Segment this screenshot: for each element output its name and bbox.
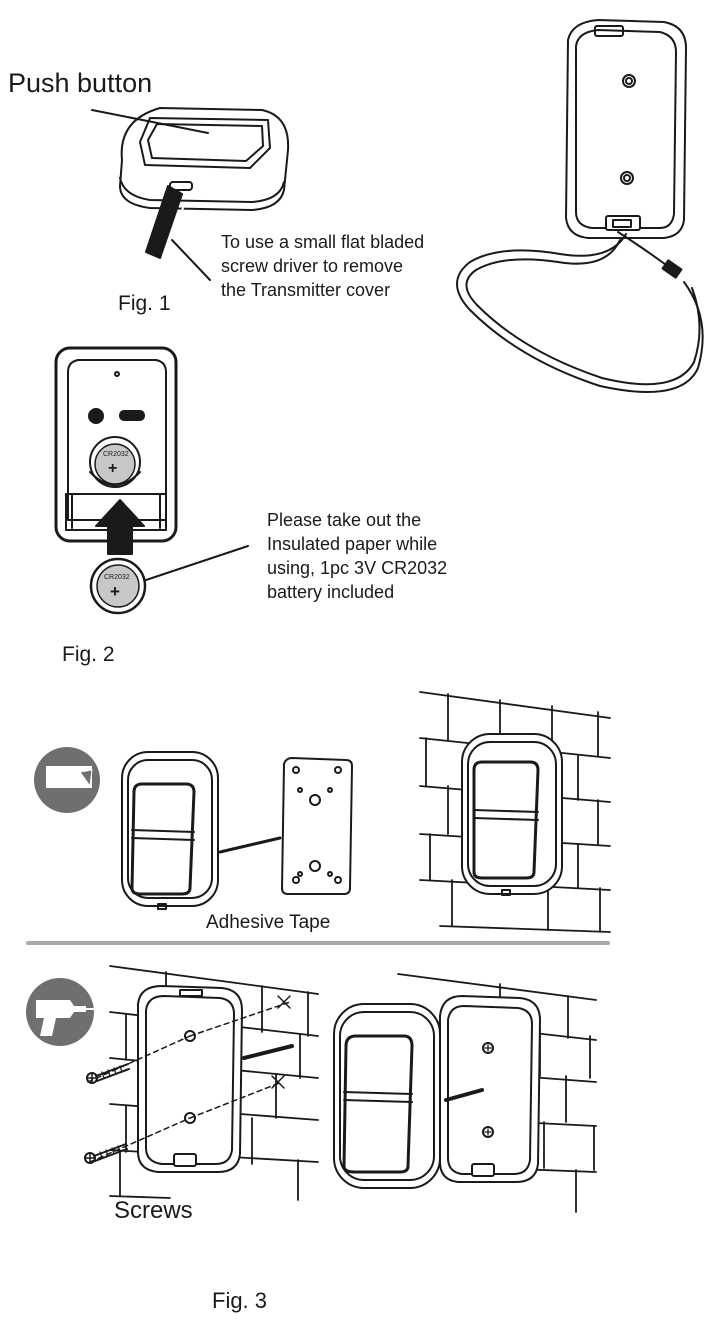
battery-note-line: Please take out the: [267, 510, 422, 530]
loose-battery-drawing: CR2032 +: [89, 557, 147, 615]
insert-arrow: [95, 499, 145, 555]
adhesive-tape-label: Adhesive Tape: [206, 912, 331, 933]
screw-guide-lines: [87, 1001, 291, 1163]
tape-attach-arrow: [218, 836, 282, 854]
drill-hole-marks: [271, 995, 291, 1089]
wall-plate-mounted-drawing: [137, 985, 243, 1173]
figure-2-caption: Fig. 2: [62, 643, 115, 666]
tool-note-line: To use a small flat bladed: [221, 232, 425, 252]
screw-drawing: [86, 1063, 130, 1084]
figure-3-caption: Fig. 3: [212, 1288, 268, 1313]
figure-1-caption: Fig. 1: [118, 292, 171, 315]
adhesive-tape-plate-drawing: [281, 757, 353, 895]
push-button-leader: [91, 109, 209, 134]
screws-label: Screws: [114, 1197, 193, 1224]
battery-note-line: using, 1pc 3V CR2032: [267, 558, 448, 578]
battery-note-line: Insulated paper while: [267, 534, 438, 554]
transmitter-on-wall-drawing: [461, 733, 563, 896]
wall-plate-right-drawing: [439, 995, 541, 1183]
battery-note: Please take out the Insulated paper whil…: [267, 508, 497, 604]
battery-model-text: CR2032: [104, 574, 130, 581]
screw-drawing: [84, 1143, 128, 1164]
tool-note-leader: [171, 239, 211, 281]
transmitter-front-right-drawing: [333, 1003, 441, 1189]
transmitter-push-button-drawing: [119, 107, 290, 211]
tool-note-line: the Transmitter cover: [221, 280, 391, 300]
battery-model-text: CR2032: [103, 451, 129, 458]
mount-arrow: [242, 1044, 294, 1060]
tool-note-line: screw driver to remove: [221, 256, 404, 276]
battery-note-line: battery included: [267, 582, 395, 602]
adhesive-tape-icon: [34, 747, 100, 813]
screwdriver-drawing: [145, 185, 185, 259]
battery-plus-text: +: [110, 582, 120, 601]
wall-plate-with-cable-drawing: [456, 19, 704, 393]
attach-arrow: [444, 1088, 484, 1102]
drill-icon: [26, 978, 95, 1046]
battery-plus-text: +: [108, 460, 117, 477]
tool-note: To use a small flat bladed screw driver …: [221, 230, 471, 302]
push-button-label: Push button: [8, 68, 153, 98]
transmitter-front-drawing: [121, 751, 219, 910]
battery-note-leader: [145, 545, 249, 581]
